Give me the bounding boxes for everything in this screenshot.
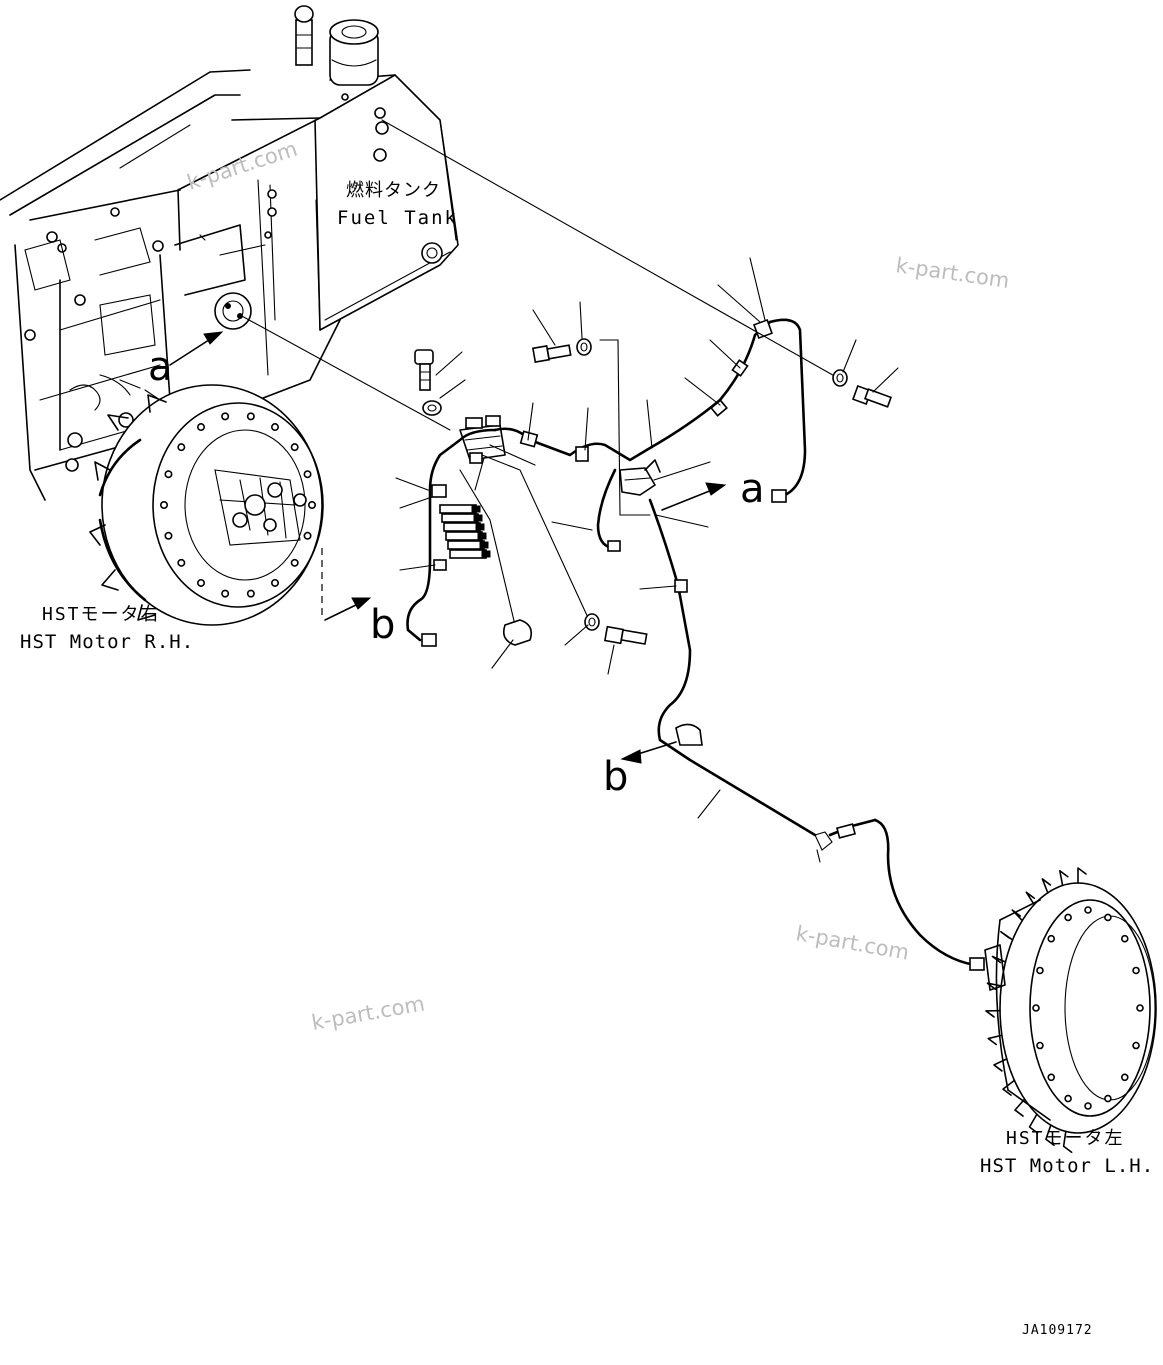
view-arrow-a-left <box>169 331 224 366</box>
motor-rh-label-en: HST Motor R.H. <box>20 631 194 653</box>
bolt-hole <box>164 470 173 479</box>
sprocket-tooth <box>1014 1098 1026 1117</box>
drawing-number: JA109172 <box>1022 1323 1093 1338</box>
sprocket-tooth <box>1002 1079 1016 1096</box>
bolt-hole <box>1047 934 1056 943</box>
view-a-label-left: a <box>148 344 173 390</box>
watermark-1: k-part.com <box>184 137 300 195</box>
bolt-hole <box>160 500 169 509</box>
bolt-hole <box>290 443 299 452</box>
motor-rh-label-jp: HSTモータ右 <box>42 604 161 625</box>
sprocket-tooth <box>1062 1130 1073 1154</box>
bolt-hole <box>290 558 299 567</box>
sprocket-tooth <box>985 1009 1001 1018</box>
view-b-label-right: b <box>603 754 628 800</box>
view-a-label-right: a <box>740 466 765 512</box>
watermark-4: k-part.com <box>310 991 427 1034</box>
reference-lines <box>239 119 839 626</box>
sprocket-tooth <box>991 955 1007 964</box>
connector-tab <box>475 523 485 531</box>
motor-lh-label-en: HST Motor L.H. <box>980 1155 1154 1177</box>
connector <box>439 504 477 514</box>
motor-lh-label-jp: HSTモータ左 <box>1006 1128 1125 1149</box>
bolt-hole <box>1104 1094 1112 1103</box>
connector-tab <box>473 514 483 522</box>
leader-lines <box>395 257 899 819</box>
bolt-hole <box>221 589 230 598</box>
hst-motor-lh <box>984 867 1157 1154</box>
connector-tab <box>471 505 481 513</box>
bolt-hole <box>1047 1073 1056 1082</box>
bolt-hole <box>177 443 186 452</box>
sprocket-tooth <box>1000 930 1014 941</box>
bolt-hole <box>197 423 206 432</box>
connector <box>445 531 483 541</box>
hst-motor-rh <box>89 384 324 626</box>
bolt-hole <box>1084 1102 1092 1110</box>
bolt-hole <box>303 470 312 479</box>
connector-tab <box>481 550 491 558</box>
bolt-hole <box>270 578 279 587</box>
bolt-hole <box>1064 913 1072 922</box>
bolt-hole <box>1120 1073 1129 1082</box>
sprocket-tooth <box>986 982 1003 991</box>
bolt-hole <box>1132 966 1140 975</box>
fuel-tank-label-en: Fuel Tank <box>337 207 458 229</box>
bolt-hole <box>1064 1094 1072 1103</box>
bolt-hole <box>1120 934 1129 943</box>
sprocket-tooth <box>1025 891 1036 906</box>
bolt-hole <box>246 412 255 421</box>
bolt-hole <box>303 531 312 540</box>
sprocket-tooth <box>1059 869 1069 887</box>
bolt-hole <box>1104 913 1112 922</box>
bolt-hole <box>270 423 279 432</box>
sprocket-tooth <box>1011 909 1024 922</box>
view-arrow-b-right <box>620 741 677 764</box>
bolt-hole <box>164 531 173 540</box>
sprocket-tooth <box>987 1034 1003 1046</box>
sprocket-tooth <box>993 1058 1008 1072</box>
bolt-hole <box>1084 906 1092 914</box>
wiring-harness <box>406 318 985 971</box>
bolt-hole <box>1036 1041 1044 1050</box>
bolt-hole <box>1136 1004 1144 1012</box>
sprocket-tooth <box>1077 867 1087 884</box>
bolt-hole <box>177 558 186 567</box>
sprocket-tooth <box>1045 1124 1055 1147</box>
connector <box>447 540 485 550</box>
bolt-hole <box>197 578 206 587</box>
hardware <box>414 338 893 646</box>
fuel-tank-label-jp: 燃料タンク <box>346 180 441 201</box>
watermark-3: k-part.com <box>794 921 911 964</box>
connector-tab <box>479 541 489 549</box>
bolt-hole <box>1132 1041 1140 1050</box>
connector <box>441 513 479 523</box>
bolt-hole <box>221 412 230 421</box>
bolt-hole <box>1036 966 1044 975</box>
connector <box>449 549 487 559</box>
sprocket-tooth <box>1041 878 1052 894</box>
connector-tab <box>477 532 487 540</box>
bolt-hole <box>246 589 255 598</box>
connector <box>443 522 481 532</box>
bolt-hole <box>1032 1004 1040 1012</box>
view-arrow-a-right <box>661 482 727 511</box>
watermark-2: k-part.com <box>894 253 1011 293</box>
sprocket-tooth <box>1028 1113 1039 1134</box>
view-b-label-left: b <box>370 602 395 648</box>
view-arrow-b-left <box>321 548 372 621</box>
bolt-hole <box>307 500 316 509</box>
